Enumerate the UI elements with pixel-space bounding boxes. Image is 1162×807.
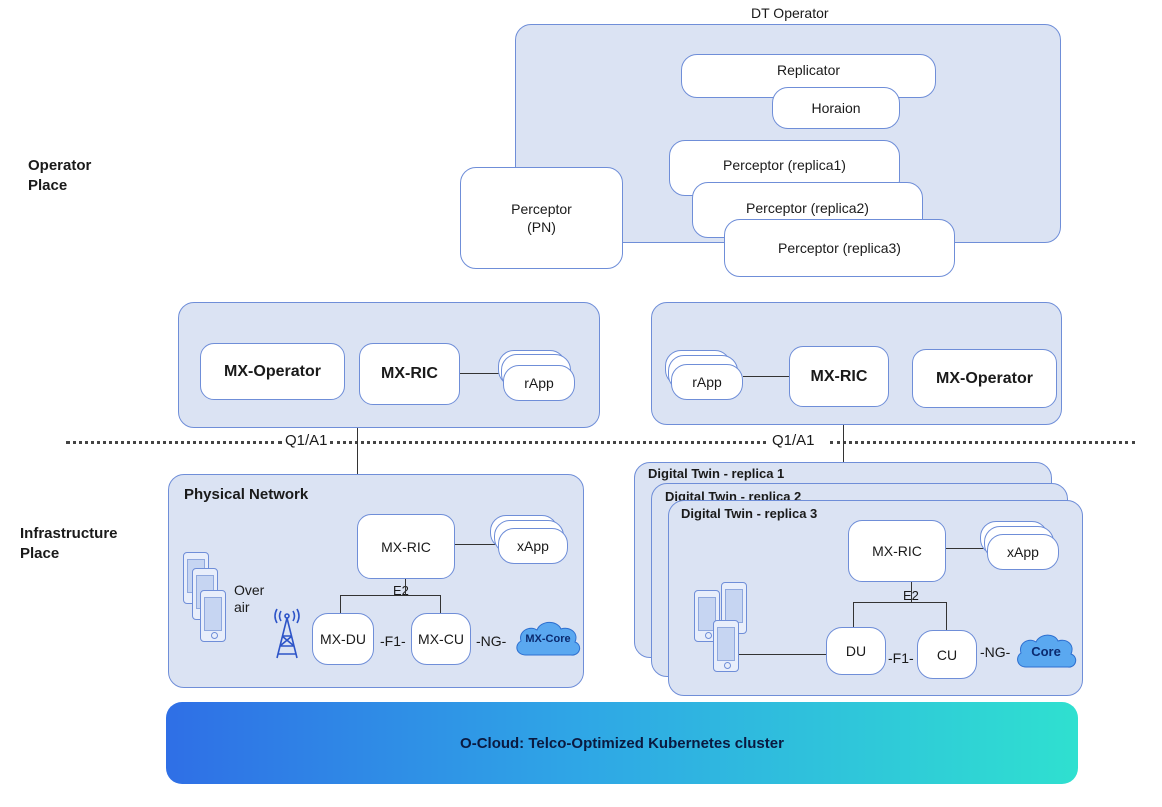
antenna-tower-icon	[274, 608, 300, 659]
q1a1-right-label: Q1/A1	[770, 432, 817, 450]
dt-e2-du-drop	[853, 602, 854, 627]
dt-ric-xapp-link	[946, 548, 986, 549]
dt-replica1-title: Digital Twin - replica 1	[648, 466, 785, 481]
dt-cu-label: CU	[936, 646, 958, 663]
pn-e2-cu-drop	[440, 595, 441, 613]
q1a1-right-link	[843, 425, 844, 465]
right-rapp-box[interactable]: rApp	[671, 364, 743, 400]
infrastructure-place-label: Infrastructure Place	[20, 525, 118, 562]
dt-du-box[interactable]: DU	[826, 627, 886, 675]
dt-operator-title: DT Operator	[751, 5, 829, 21]
right-mx-ric-label: MX-RIC	[810, 367, 868, 385]
pn-mx-ric-label: MX-RIC	[381, 538, 431, 555]
left-mx-operator-label: MX-Operator	[224, 362, 321, 380]
operator-place-label: Operator Place	[28, 157, 92, 194]
pn-mx-du-label: MX-DU	[320, 631, 366, 647]
perceptor-pn-label: Perceptor (PN)	[511, 201, 572, 235]
pn-ng-label: -NG-	[476, 633, 507, 649]
place-separator-left	[66, 441, 282, 444]
dt-xapp-label: xApp	[1007, 544, 1039, 560]
q1a1-left-link	[357, 428, 358, 475]
dt-ng-label: -NG-	[980, 644, 1011, 660]
dt-mx-ric-label: MX-RIC	[872, 543, 922, 559]
pn-phone-3-icon	[200, 590, 226, 642]
right-mx-operator-label: MX-Operator	[936, 369, 1033, 387]
left-mx-ric-label: MX-RIC	[381, 365, 438, 382]
q1a1-left-label: Q1/A1	[283, 432, 330, 450]
pn-e2-du-drop	[340, 595, 341, 613]
right-mx-ric-box[interactable]: MX-RIC	[789, 346, 889, 407]
dt-e2-cu-drop	[946, 602, 947, 630]
left-rapp-label: rApp	[524, 375, 554, 391]
ocloud-kubernetes-bar: O-Cloud: Telco-Optimized Kubernetes clus…	[166, 702, 1078, 784]
replicator-label: Replicator	[776, 62, 841, 78]
pn-ric-xapp-link	[455, 544, 497, 545]
perceptor-pn-box[interactable]: Perceptor (PN)	[460, 167, 623, 269]
pn-f1-label: -F1-	[380, 633, 406, 649]
dt-phone-1-icon	[694, 590, 720, 642]
dt-replica3-title: Digital Twin - replica 3	[681, 506, 818, 521]
horaion-box[interactable]: Horaion	[772, 87, 900, 129]
perceptor-replica3-box[interactable]: Perceptor (replica3)	[724, 219, 955, 277]
pn-xapp-box[interactable]: xApp	[498, 528, 568, 564]
dt-phone-3-icon	[713, 620, 739, 672]
pn-mx-du-box[interactable]: MX-DU	[312, 613, 374, 665]
dt-du-label: DU	[845, 643, 867, 659]
pn-e2-label: E2	[393, 583, 409, 598]
left-rapp-box[interactable]: rApp	[503, 365, 575, 401]
perceptor-replica3-label: Perceptor (replica3)	[778, 240, 901, 256]
ocloud-label: O-Cloud: Telco-Optimized Kubernetes clus…	[460, 734, 784, 752]
right-rapp-ric-link	[743, 376, 789, 377]
right-mx-operator-box[interactable]: MX-Operator	[912, 349, 1057, 408]
physical-network-region	[168, 474, 584, 688]
place-separator-middle	[330, 441, 766, 444]
pn-mx-ric-box[interactable]: MX-RIC	[357, 514, 455, 579]
dt-e2-bar	[853, 602, 946, 603]
pn-core-label: MX-Core	[525, 633, 571, 645]
left-mx-operator-box[interactable]: MX-Operator	[200, 343, 345, 400]
pn-xapp-label: xApp	[517, 538, 549, 554]
pn-e2-bar	[340, 595, 440, 596]
dt-cu-box[interactable]: CU	[917, 630, 977, 679]
dt-xapp-box[interactable]: xApp	[987, 534, 1059, 570]
pn-mx-cu-box[interactable]: MX-CU	[411, 613, 471, 665]
dt-core-cloud-icon	[1017, 634, 1077, 668]
dt-core-label: Core	[1031, 643, 1061, 659]
physical-network-title: Physical Network	[184, 486, 309, 503]
perceptor-replica1-label: Perceptor (replica1)	[723, 157, 846, 173]
right-rapp-label: rApp	[692, 374, 722, 390]
left-ric-rapp-link	[460, 373, 500, 374]
dt-e2-stem	[911, 582, 912, 602]
dt-phone-du-link	[739, 654, 826, 655]
horaion-label: Horaion	[811, 100, 861, 116]
left-mx-ric-box[interactable]: MX-RIC	[359, 343, 460, 405]
place-separator-right	[830, 441, 1135, 444]
perceptor-replica2-label: Perceptor (replica2)	[746, 200, 869, 216]
pn-mx-cu-label: MX-CU	[418, 631, 464, 647]
dt-f1-label: -F1-	[888, 650, 914, 666]
pn-e2-stem	[405, 579, 406, 595]
pn-over-air-label: Over air	[234, 582, 265, 615]
dt-e2-label: E2	[903, 588, 919, 603]
pn-core-cloud-icon	[516, 621, 581, 656]
dt-mx-ric-box[interactable]: MX-RIC	[848, 520, 946, 582]
